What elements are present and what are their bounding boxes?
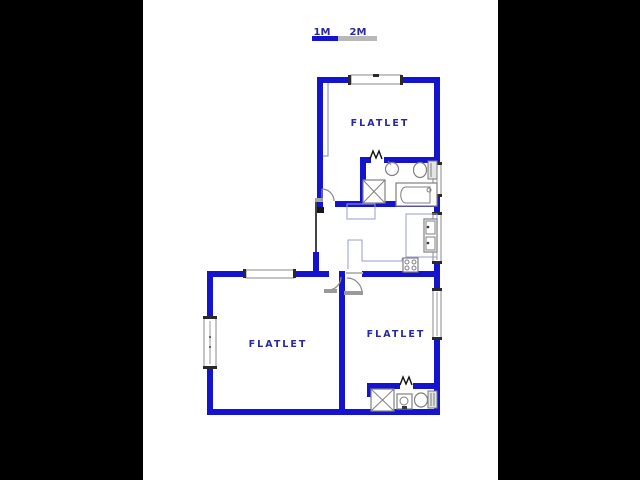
toilet-symbol — [413, 390, 438, 409]
scale-label-2m: 2M — [350, 27, 367, 38]
counter-outline — [347, 239, 403, 269]
room-label-top-flatlet: FLATLET — [351, 118, 410, 129]
window — [432, 288, 442, 340]
scale-bar-segment-2m — [338, 36, 377, 41]
wall-segment — [335, 201, 440, 207]
wall-segment — [413, 383, 435, 389]
swing-door — [324, 276, 342, 293]
window — [243, 269, 296, 279]
wall-segment — [313, 252, 319, 271]
top-bathroom — [362, 160, 438, 207]
shower-symbol — [370, 388, 395, 412]
swing-door — [344, 272, 363, 295]
kitchen-sink-symbol — [423, 218, 438, 253]
wall-end-cap — [316, 207, 324, 213]
window — [203, 316, 217, 369]
wall-segment — [207, 368, 213, 415]
window — [348, 74, 403, 85]
scale-label-1m: 1M — [314, 27, 331, 38]
scale-bar-segment-1m — [312, 36, 338, 41]
bottom-bathroom — [370, 388, 438, 412]
wall-segment — [207, 271, 247, 277]
toilet-symbol — [412, 160, 438, 180]
wall-segment — [384, 157, 440, 163]
stove-symbol — [402, 257, 419, 273]
wall-segment — [401, 77, 440, 83]
swing-door — [315, 188, 335, 202]
basin-symbol — [396, 393, 413, 410]
bifold-door-icon — [399, 375, 413, 386]
light-partition-line — [315, 202, 317, 252]
left-letterbox-bar — [0, 0, 143, 480]
shower-symbol — [362, 179, 386, 204]
wall-segment — [434, 77, 440, 163]
counter-outline — [346, 203, 376, 220]
wall-segment — [367, 383, 400, 389]
basin-symbol — [384, 160, 400, 177]
wall-segment — [207, 271, 213, 318]
interior-wall-line — [323, 83, 329, 157]
wall-segment — [360, 157, 371, 163]
wall-segment — [207, 409, 440, 415]
room-label-bottom-left-flatlet: FLATLET — [249, 339, 308, 350]
bathtub-symbol — [395, 182, 438, 207]
wall-segment — [362, 271, 440, 277]
doors — [315, 149, 413, 386]
wall-segment — [317, 77, 323, 207]
wall-segment — [434, 339, 440, 415]
room-label-bottom-right-flatlet: FLATLET — [367, 329, 426, 340]
right-letterbox-bar — [498, 0, 640, 480]
wall-segment — [294, 271, 329, 277]
wall-segment — [317, 77, 351, 83]
scale-bar: 1M 2M — [312, 27, 377, 41]
bifold-door-icon — [369, 149, 383, 160]
wall-segment — [367, 383, 372, 397]
kitchen — [346, 203, 438, 273]
wall-segment — [339, 271, 345, 415]
